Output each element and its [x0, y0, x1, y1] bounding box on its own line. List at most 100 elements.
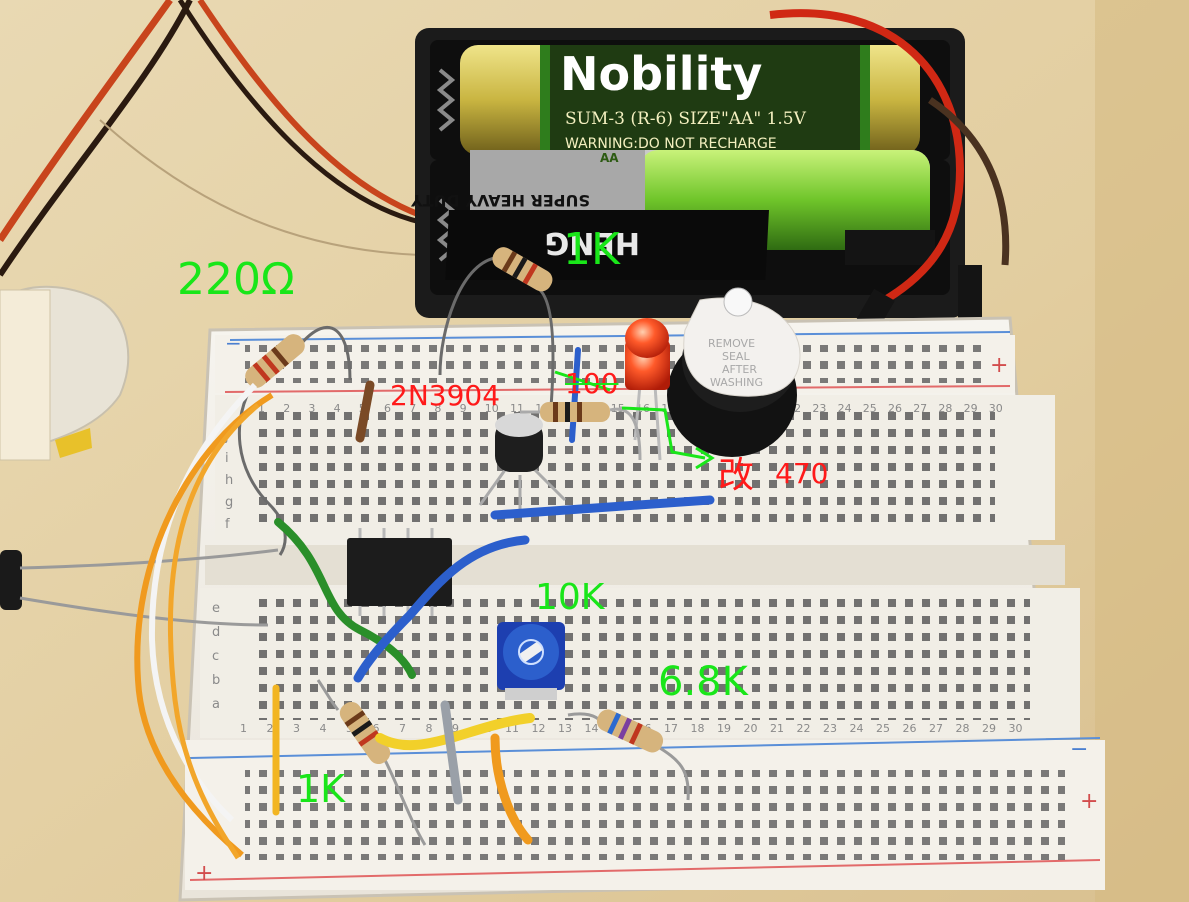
resistor-6-8k: [567, 709, 690, 801]
column-number: 24: [850, 722, 864, 735]
wire-red-bg: [0, 0, 173, 242]
row-labels-bottom: e d c b a: [212, 601, 220, 712]
strike-line: [554, 370, 611, 392]
column-number: 4: [334, 402, 341, 415]
battery-bottom-text: SUPER HEAVY DUTY: [411, 191, 590, 210]
row-label: g: [225, 495, 233, 510]
table-edge-right: [1095, 0, 1189, 902]
annotation-6-8k: 6.8K: [658, 659, 748, 705]
annotation-arrow: [621, 406, 706, 460]
annotation-1k-bottom: 1K: [296, 767, 346, 811]
column-number: 24: [838, 402, 852, 415]
column-number: 28: [938, 402, 952, 415]
row-label: d: [212, 625, 220, 640]
yellow-object: [55, 428, 92, 458]
jumper-brown: [355, 380, 375, 443]
wire-red-bg-2: [197, 0, 422, 218]
column-number: 10: [485, 402, 499, 415]
column-number: 25: [876, 722, 890, 735]
row-label: a: [212, 697, 220, 712]
buzzer-sticker: [683, 297, 801, 397]
rail-plus-sign: +: [1080, 789, 1098, 814]
column-number: 27: [929, 722, 943, 735]
buzzer-sticker-text-line: REMOVE: [708, 337, 755, 350]
column-number: 26: [903, 722, 917, 735]
column-number: 26: [888, 402, 902, 415]
annotation-100-struck: 100: [565, 367, 619, 400]
jumper-grey: [440, 700, 463, 805]
rail-minus-sign: −: [225, 331, 242, 355]
column-number: 20: [744, 722, 758, 735]
wire-black-bg: [0, 0, 193, 277]
column-number: 6: [373, 722, 380, 735]
column-number: 19: [717, 722, 731, 735]
column-number: 13: [558, 722, 572, 735]
annotation-470: 470: [775, 457, 829, 490]
column-number: 23: [812, 402, 826, 415]
wire-black-bg-2: [177, 0, 421, 225]
column-number: 28: [956, 722, 970, 735]
column-number: 1: [258, 402, 265, 415]
column-number: 22: [797, 722, 811, 735]
rail-plus-sign: +: [195, 861, 213, 886]
ic-chip: [347, 528, 452, 616]
rail-plus-sign: +: [990, 353, 1008, 378]
column-number: 29: [982, 722, 996, 735]
resistor-1k-top: [438, 247, 555, 421]
buzzer: [667, 287, 801, 457]
rail-minus-sign: −: [1070, 737, 1088, 762]
column-number: 9: [452, 722, 459, 735]
column-number: 30: [1009, 722, 1023, 735]
potentiometer-10k: [497, 622, 565, 700]
column-number: 7: [409, 402, 416, 415]
battery-top-line2: WARNING:DO NOT RECHARGE: [565, 136, 777, 152]
column-number: 7: [399, 722, 406, 735]
column-numbers: 1122334455667788991010111112121313141415…: [240, 402, 1023, 735]
column-number: 27: [913, 402, 927, 415]
jumper-orange-bottom: [490, 733, 533, 845]
battery-top-size-tag: AA: [600, 151, 619, 165]
row-label: c: [212, 649, 219, 664]
battery-lead-black: [928, 97, 1010, 266]
wire-orange-2: [167, 403, 260, 860]
center-channel: [205, 545, 1065, 585]
column-number: 17: [664, 722, 678, 735]
annotation-change-to: 改: [718, 455, 755, 496]
resistor-1k-bottom: [316, 679, 427, 846]
column-number: 1: [240, 722, 247, 735]
column-number: 8: [426, 722, 433, 735]
wire-orange: [134, 392, 274, 858]
jumper-blue-long: [490, 495, 715, 520]
annotation-1k-top: 1K: [563, 224, 620, 275]
column-number: 18: [691, 722, 705, 735]
row-label: f: [225, 517, 230, 532]
breadboard: [178, 316, 1105, 902]
column-number: 6: [384, 402, 391, 415]
row-label: i: [225, 451, 229, 466]
row-label: b: [212, 673, 220, 688]
column-number: 14: [585, 722, 599, 735]
row-label: h: [225, 473, 233, 488]
wood-block: [0, 289, 51, 461]
column-number: 23: [823, 722, 837, 735]
buzzer-sticker-text-line: AFTER: [722, 363, 757, 376]
column-number: 21: [770, 722, 784, 735]
resistor-100: [520, 402, 642, 461]
column-number: 9: [460, 402, 467, 415]
annotation-arrow-head: [695, 446, 715, 470]
column-number: 2: [283, 402, 290, 415]
column-number: 25: [863, 402, 877, 415]
jumper-blue-curve: [353, 535, 530, 683]
jumper-blue-short: [569, 347, 581, 443]
column-number: 3: [293, 722, 300, 735]
column-number: 29: [964, 402, 978, 415]
row-label: e: [212, 601, 220, 616]
red-led: [625, 318, 670, 461]
battery-top-line1: SUM-3 (R-6) SIZE"AA" 1.5V: [565, 109, 807, 129]
battery-holder: [415, 28, 965, 318]
buzzer-sticker-text-line: WASHING: [710, 376, 763, 389]
column-number: 30: [989, 402, 1003, 415]
column-number: 4: [320, 722, 327, 735]
wire-thin-bg: [99, 119, 421, 256]
